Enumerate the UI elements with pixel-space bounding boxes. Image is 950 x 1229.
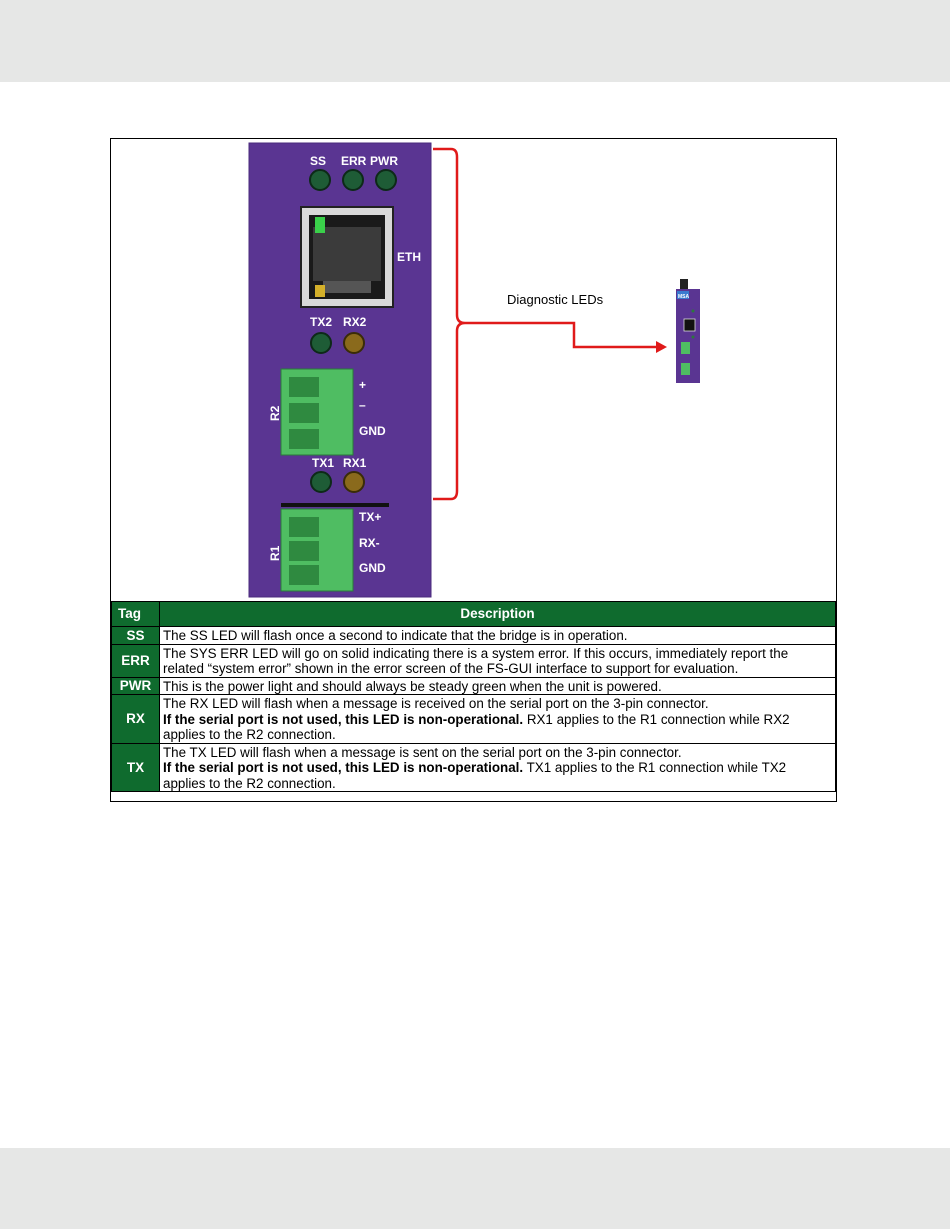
table-header-row: Tag Description bbox=[111, 601, 836, 627]
table-row: PWR This is the power light and should a… bbox=[111, 676, 836, 695]
label-eth: ETH bbox=[397, 250, 421, 264]
led-ss bbox=[309, 169, 331, 191]
thumb-brand: MSA bbox=[678, 294, 690, 300]
led-tx1 bbox=[310, 471, 332, 493]
callout-arrow bbox=[465, 321, 659, 349]
led-rx2 bbox=[343, 332, 365, 354]
row-bold-note: If the serial port is not used, this LED… bbox=[163, 711, 524, 727]
led-description-table: Tag Description SS The SS LED will flash… bbox=[111, 601, 836, 792]
header-tag: Tag bbox=[111, 601, 160, 627]
led-pwr bbox=[375, 169, 397, 191]
label-r1: R1 bbox=[268, 545, 282, 561]
callout-label: Diagnostic LEDs bbox=[507, 292, 604, 307]
label-tx2: TX2 bbox=[310, 315, 332, 329]
label-r1-rxm: RX- bbox=[359, 536, 380, 550]
footer-band bbox=[0, 1148, 950, 1229]
label-err: ERR bbox=[341, 154, 367, 168]
led-tx2 bbox=[310, 332, 332, 354]
header-description: Description bbox=[159, 601, 836, 627]
label-r2-gnd: GND bbox=[359, 424, 386, 438]
device-thumbnail: MSA bbox=[676, 279, 700, 383]
row-tag: TX bbox=[111, 742, 160, 792]
row-description: The TX LED will flash when a message is … bbox=[159, 742, 836, 792]
row-rest: TX1 applies to the R1 connection while T… bbox=[163, 760, 787, 791]
table-row: TX The TX LED will flash when a message … bbox=[111, 742, 836, 792]
label-tx1: TX1 bbox=[312, 456, 334, 470]
label-ss: SS bbox=[310, 154, 326, 168]
table-row: ERR The SYS ERR LED will go on solid ind… bbox=[111, 643, 836, 678]
table-row: RX The RX LED will flash when a message … bbox=[111, 694, 836, 744]
row-bold-note: If the serial port is not used, this LED… bbox=[163, 760, 524, 775]
row-tag: SS bbox=[111, 626, 160, 645]
label-r2-plus: + bbox=[359, 378, 366, 392]
led-figure-frame: SS ERR PWR ETH TX2 RX2 + – GND R2 TX1 RX… bbox=[110, 138, 837, 802]
label-r1-txp: TX+ bbox=[359, 510, 381, 524]
row-description: This is the power light and should alway… bbox=[159, 676, 836, 695]
led-err bbox=[342, 169, 364, 191]
label-r1-gnd: GND bbox=[359, 561, 386, 575]
label-pwr: PWR bbox=[370, 154, 398, 168]
led-rx1 bbox=[343, 471, 365, 493]
row-tag: RX bbox=[111, 694, 160, 744]
row-line1: The TX LED will flash when a message is … bbox=[163, 744, 682, 760]
label-rx2: RX2 bbox=[343, 315, 367, 329]
header-band bbox=[0, 0, 950, 82]
row-rest: RX1 applies to the R1 connection while R… bbox=[163, 711, 790, 743]
arrow-head bbox=[656, 341, 667, 353]
led-brace bbox=[433, 147, 466, 501]
row-description: The RX LED will flash when a message is … bbox=[159, 694, 836, 744]
label-r2: R2 bbox=[268, 405, 282, 421]
row-tag: ERR bbox=[111, 643, 160, 678]
row-line1: The RX LED will flash when a message is … bbox=[163, 696, 709, 711]
table-row: SS The SS LED will flash once a second t… bbox=[111, 626, 836, 645]
row-tag: PWR bbox=[111, 676, 160, 695]
row-description: The SS LED will flash once a second to i… bbox=[159, 626, 836, 645]
label-r2-minus: – bbox=[359, 398, 366, 412]
device-diagram: SS ERR PWR ETH TX2 RX2 + – GND R2 TX1 RX… bbox=[248, 142, 700, 598]
label-rx1: RX1 bbox=[343, 456, 367, 470]
row-description: The SYS ERR LED will go on solid indicat… bbox=[159, 643, 836, 678]
